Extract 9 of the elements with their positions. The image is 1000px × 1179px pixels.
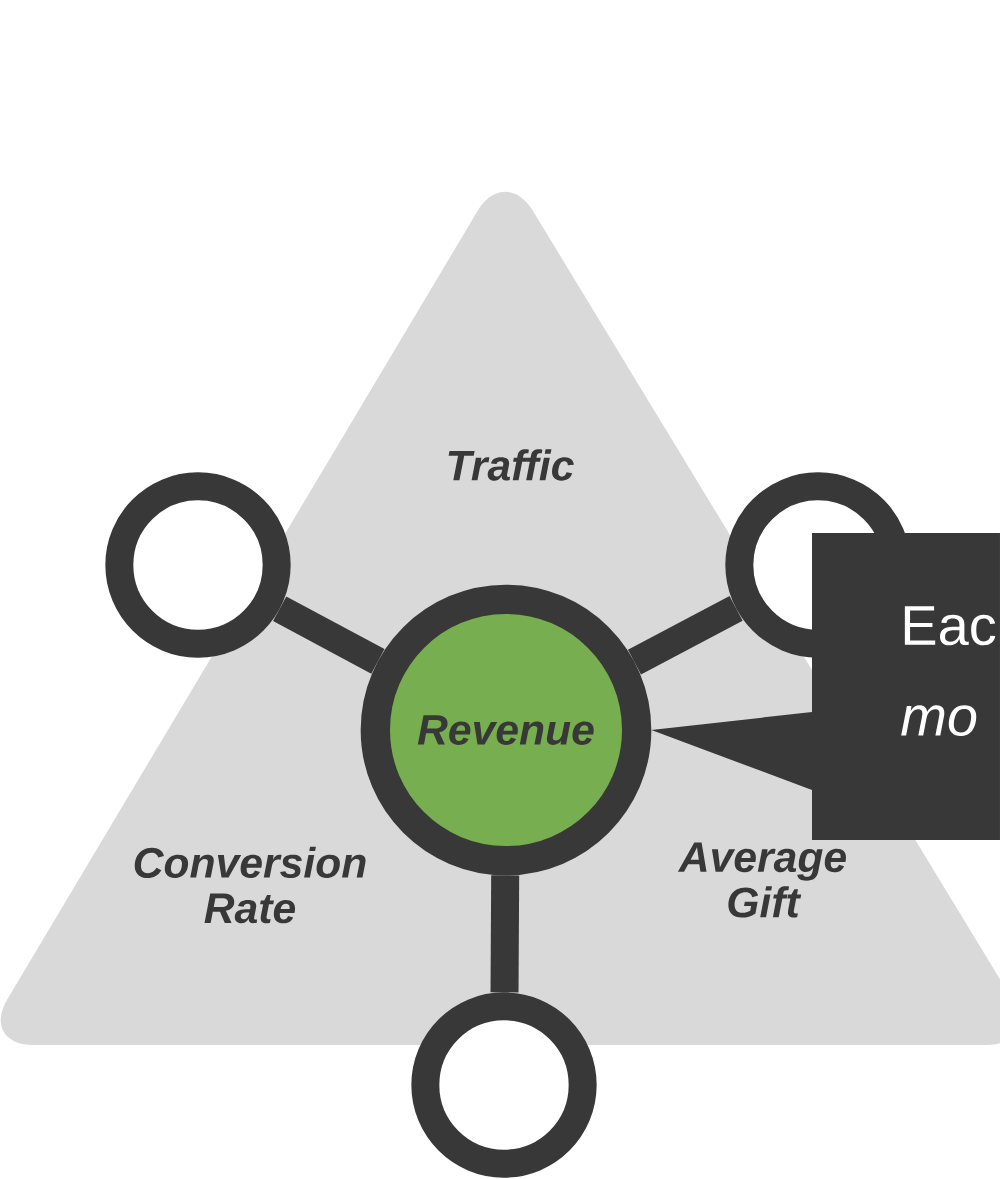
triangle-label: Traffic — [448, 449, 574, 481]
connector-line — [627, 595, 743, 675]
callout-pointer — [651, 712, 812, 790]
empty-circle — [105, 472, 291, 658]
connector-line — [490, 875, 520, 993]
connector-line — [273, 596, 385, 674]
empty-circle — [411, 992, 597, 1178]
triangle-label: Average Gift — [677, 842, 846, 918]
callout-tooltip: Eac mo — [812, 533, 1000, 840]
